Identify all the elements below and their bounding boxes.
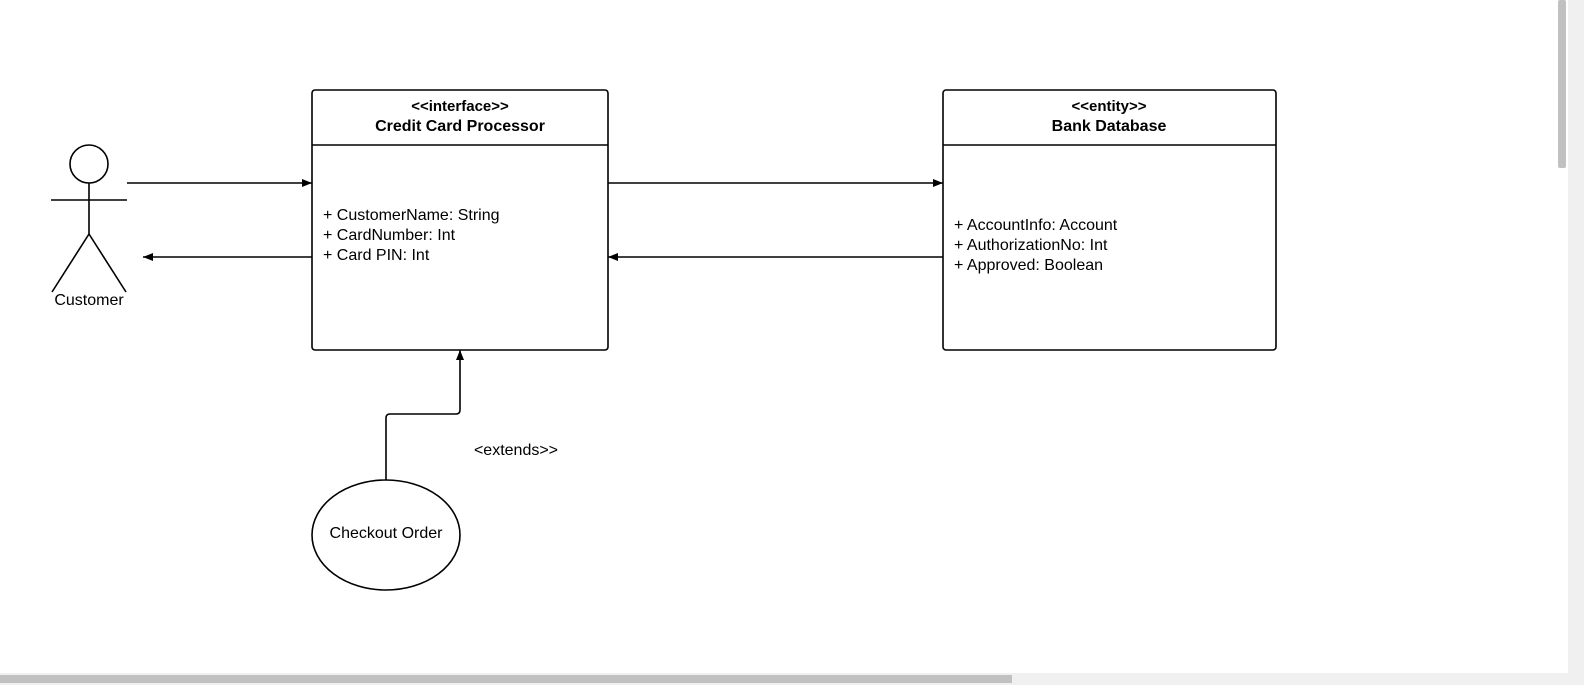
class-name: Credit Card Processor (375, 118, 545, 135)
connector-extends[interactable] (385, 350, 464, 480)
class-attribute: + Approved: Boolean (954, 257, 1103, 274)
actor-label: Customer (54, 292, 124, 309)
class-name: Bank Database (1052, 118, 1167, 135)
class-attribute: + Card PIN: Int (323, 247, 430, 264)
customer-actor[interactable]: Customer (51, 144, 127, 309)
actor-head (69, 144, 109, 184)
horizontal-scrollbar-thumb[interactable] (0, 675, 1012, 683)
use-case-ellipse (311, 479, 461, 591)
credit-card-processor-class[interactable]: <<interface>> Credit Card Processor + Cu… (311, 89, 609, 351)
class-attribute: + AccountInfo: Account (954, 217, 1118, 234)
bank-database-class[interactable]: <<entity>> Bank Database + AccountInfo: … (942, 89, 1277, 351)
class-attribute: + CardNumber: Int (323, 227, 456, 244)
actor-left-leg (51, 233, 90, 293)
class-stereotype: <<entity>> (1071, 98, 1146, 115)
vertical-scrollbar[interactable] (1568, 0, 1584, 675)
vertical-scrollbar-thumb[interactable] (1558, 0, 1566, 168)
class-attribute: + CustomerName: String (323, 207, 500, 224)
class-box (942, 89, 1277, 351)
extends-label: <extends>> (474, 442, 558, 459)
checkout-order-use-case[interactable]: Checkout Order (311, 479, 461, 591)
class-attribute: + AuthorizationNo: Int (954, 237, 1108, 254)
use-case-label: Checkout Order (330, 525, 444, 542)
class-stereotype: <<interface>> (411, 98, 509, 115)
actor-right-leg (88, 233, 127, 293)
